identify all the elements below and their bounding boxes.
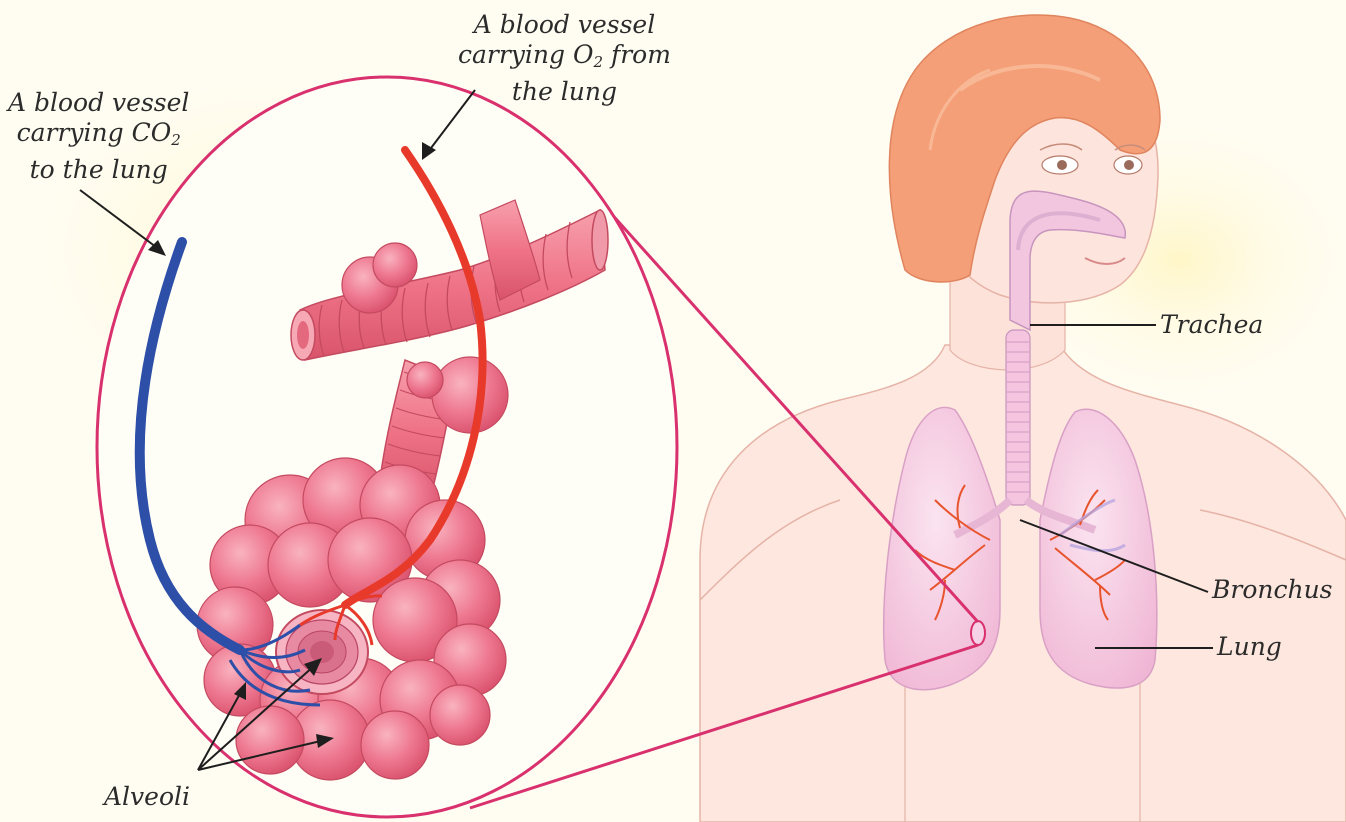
label-o2-line1: A blood vessel (458, 10, 671, 40)
label-o2-line2-text: carrying O (458, 40, 593, 69)
label-co2-vessel: A blood vessel carrying CO2 to the lung (8, 88, 189, 185)
label-co2-subscript: 2 (171, 131, 181, 149)
label-co2-line1: A blood vessel (8, 88, 189, 118)
label-o2-vessel: A blood vessel carrying O2 from the lung (458, 10, 671, 107)
label-o2-subscript: 2 (593, 53, 603, 71)
label-alveoli: Alveoli (104, 782, 190, 812)
trachea (1006, 330, 1030, 505)
label-o2-line3: the lung (458, 77, 671, 107)
alveolus-cross-section (276, 610, 368, 694)
label-bronchus: Bronchus (1212, 575, 1333, 605)
label-co2-line2: carrying CO2 (8, 118, 189, 155)
label-co2-line3: to the lung (8, 155, 189, 185)
label-o2-line2-suffix: from (603, 40, 671, 69)
zoom-view (97, 77, 677, 817)
label-co2-line2-text: carrying CO (17, 118, 172, 147)
label-trachea: Trachea (1160, 310, 1263, 340)
label-o2-line2: carrying O2 from (458, 40, 671, 77)
label-lung: Lung (1217, 632, 1282, 662)
zoom-source-point (971, 621, 985, 645)
